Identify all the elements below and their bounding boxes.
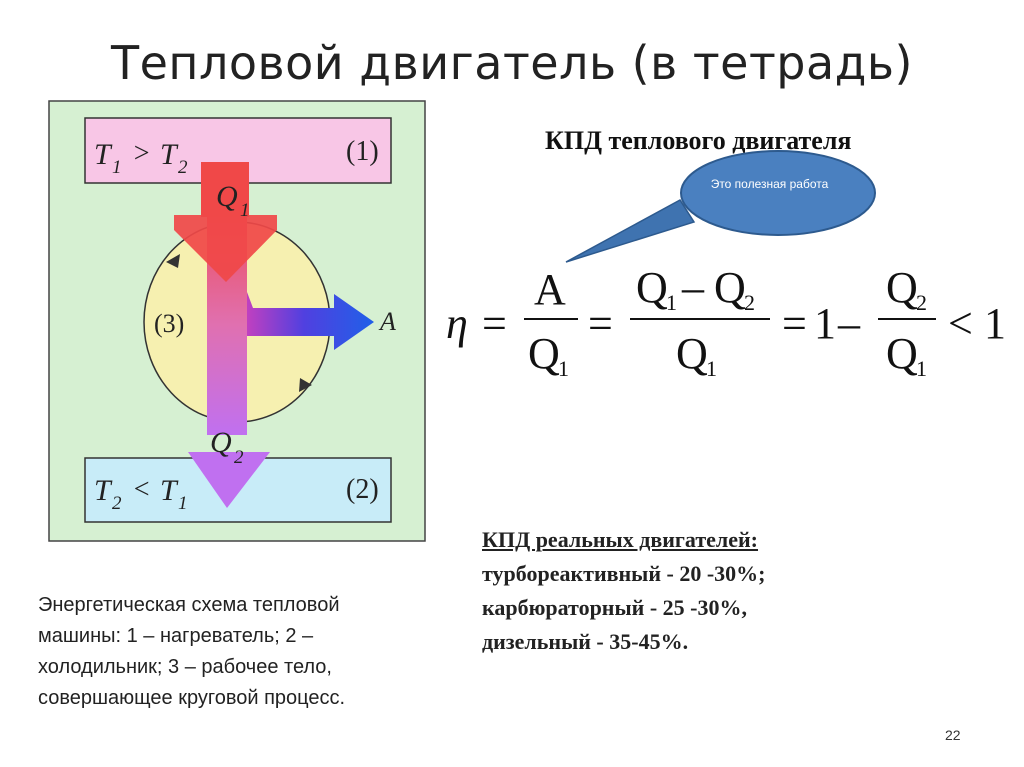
callout-text: Это полезная работа (710, 177, 829, 191)
heater-t1-sub: 1 (112, 157, 122, 178)
formula-num-q2-sub: 2 (744, 290, 755, 315)
formula-lt: < (948, 299, 973, 348)
formula-den2-q: Q (676, 329, 708, 378)
formula-num3-sub: 2 (916, 290, 927, 315)
formula-num-q1-sub: 1 (666, 290, 677, 315)
page-number: 22 (945, 727, 961, 743)
formula-num-a: A (534, 265, 566, 314)
formula-eq: = (482, 299, 507, 348)
formula-num-q1: Q (636, 263, 668, 312)
formula-eq3: = (782, 299, 807, 348)
real-engine-item: турбореактивный - 20 -30%; (482, 561, 766, 586)
heat-engine-diagram: T 1 > T 2 (1) T 2 < T 1 (2) (3) Q 1 Q 2 … (48, 100, 426, 542)
formula-den-q: Q (528, 329, 560, 378)
cooler-num: (2) (346, 474, 379, 505)
work-arrow (247, 292, 374, 350)
work-label: A (378, 307, 396, 336)
caption-line: совершающее круговой процесс. (38, 687, 346, 709)
formula-eta: η (446, 299, 468, 348)
formula-one2: 1 (984, 299, 1006, 348)
cooler-t2: T (160, 474, 179, 507)
cooler-rel: < (132, 474, 151, 505)
diagram-caption: Энергетическая схема тепловой машины: 1 … (38, 590, 458, 714)
q1-arrow-head (174, 215, 277, 282)
kpd-title: КПД теплового двигателя (545, 126, 852, 155)
heater-rel: > (132, 138, 151, 169)
real-engine-item: карбюраторный - 25 -30%, (482, 595, 747, 620)
cooler-t1: T (94, 474, 113, 507)
formula-den2-sub: 1 (706, 356, 717, 381)
cycle-arrow-icon (166, 254, 180, 268)
q1-label-sub: 1 (240, 200, 250, 221)
formula-den-sub: 1 (558, 356, 569, 381)
slide-title: Тепловой двигатель (в тетрадь) (110, 36, 913, 90)
caption-line: Энергетическая схема тепловой (38, 594, 340, 616)
caption-line: холодильник; 3 – рабочее тело, (38, 656, 332, 678)
q2-label: Q (210, 426, 232, 459)
formula-eq2: = (588, 299, 613, 348)
heater-num: (1) (346, 136, 379, 167)
formula-num-q2: Q (714, 263, 746, 312)
cooler-t1-sub: 2 (112, 493, 122, 514)
cooler-t2-sub: 1 (178, 493, 188, 514)
caption-line: машины: 1 – нагреватель; 2 – (38, 625, 314, 647)
formula-den3-sub: 1 (916, 356, 927, 381)
heater-t2: T (160, 138, 179, 171)
real-engine-item: дизельный - 35-45%. (482, 629, 689, 654)
q2-label-sub: 2 (234, 447, 244, 468)
formula-den3-q: Q (886, 329, 918, 378)
formula-minus2: – (838, 299, 860, 348)
q2-arrow-head (188, 452, 270, 508)
callout-bubble (565, 150, 876, 263)
heater-t1: T (94, 138, 113, 171)
q1-label: Q (216, 180, 238, 213)
body-num: (3) (154, 309, 184, 338)
formula-one: 1 (814, 299, 836, 348)
efficiency-formula: η = A Q 1 = Q 1 – Q 2 Q 1 = 1 – Q 2 Q 1 … (438, 262, 1018, 392)
heater-t2-sub: 2 (178, 157, 188, 178)
real-engines-heading: КПД реальных двигателей: (482, 527, 759, 552)
q1-arrow-top (201, 162, 249, 217)
real-engines-block: КПД реальных двигателей: турбореактивный… (482, 523, 766, 659)
formula-minus: – (682, 263, 704, 312)
formula-num3-q: Q (886, 263, 918, 312)
cycle-arrow-icon (299, 378, 312, 392)
